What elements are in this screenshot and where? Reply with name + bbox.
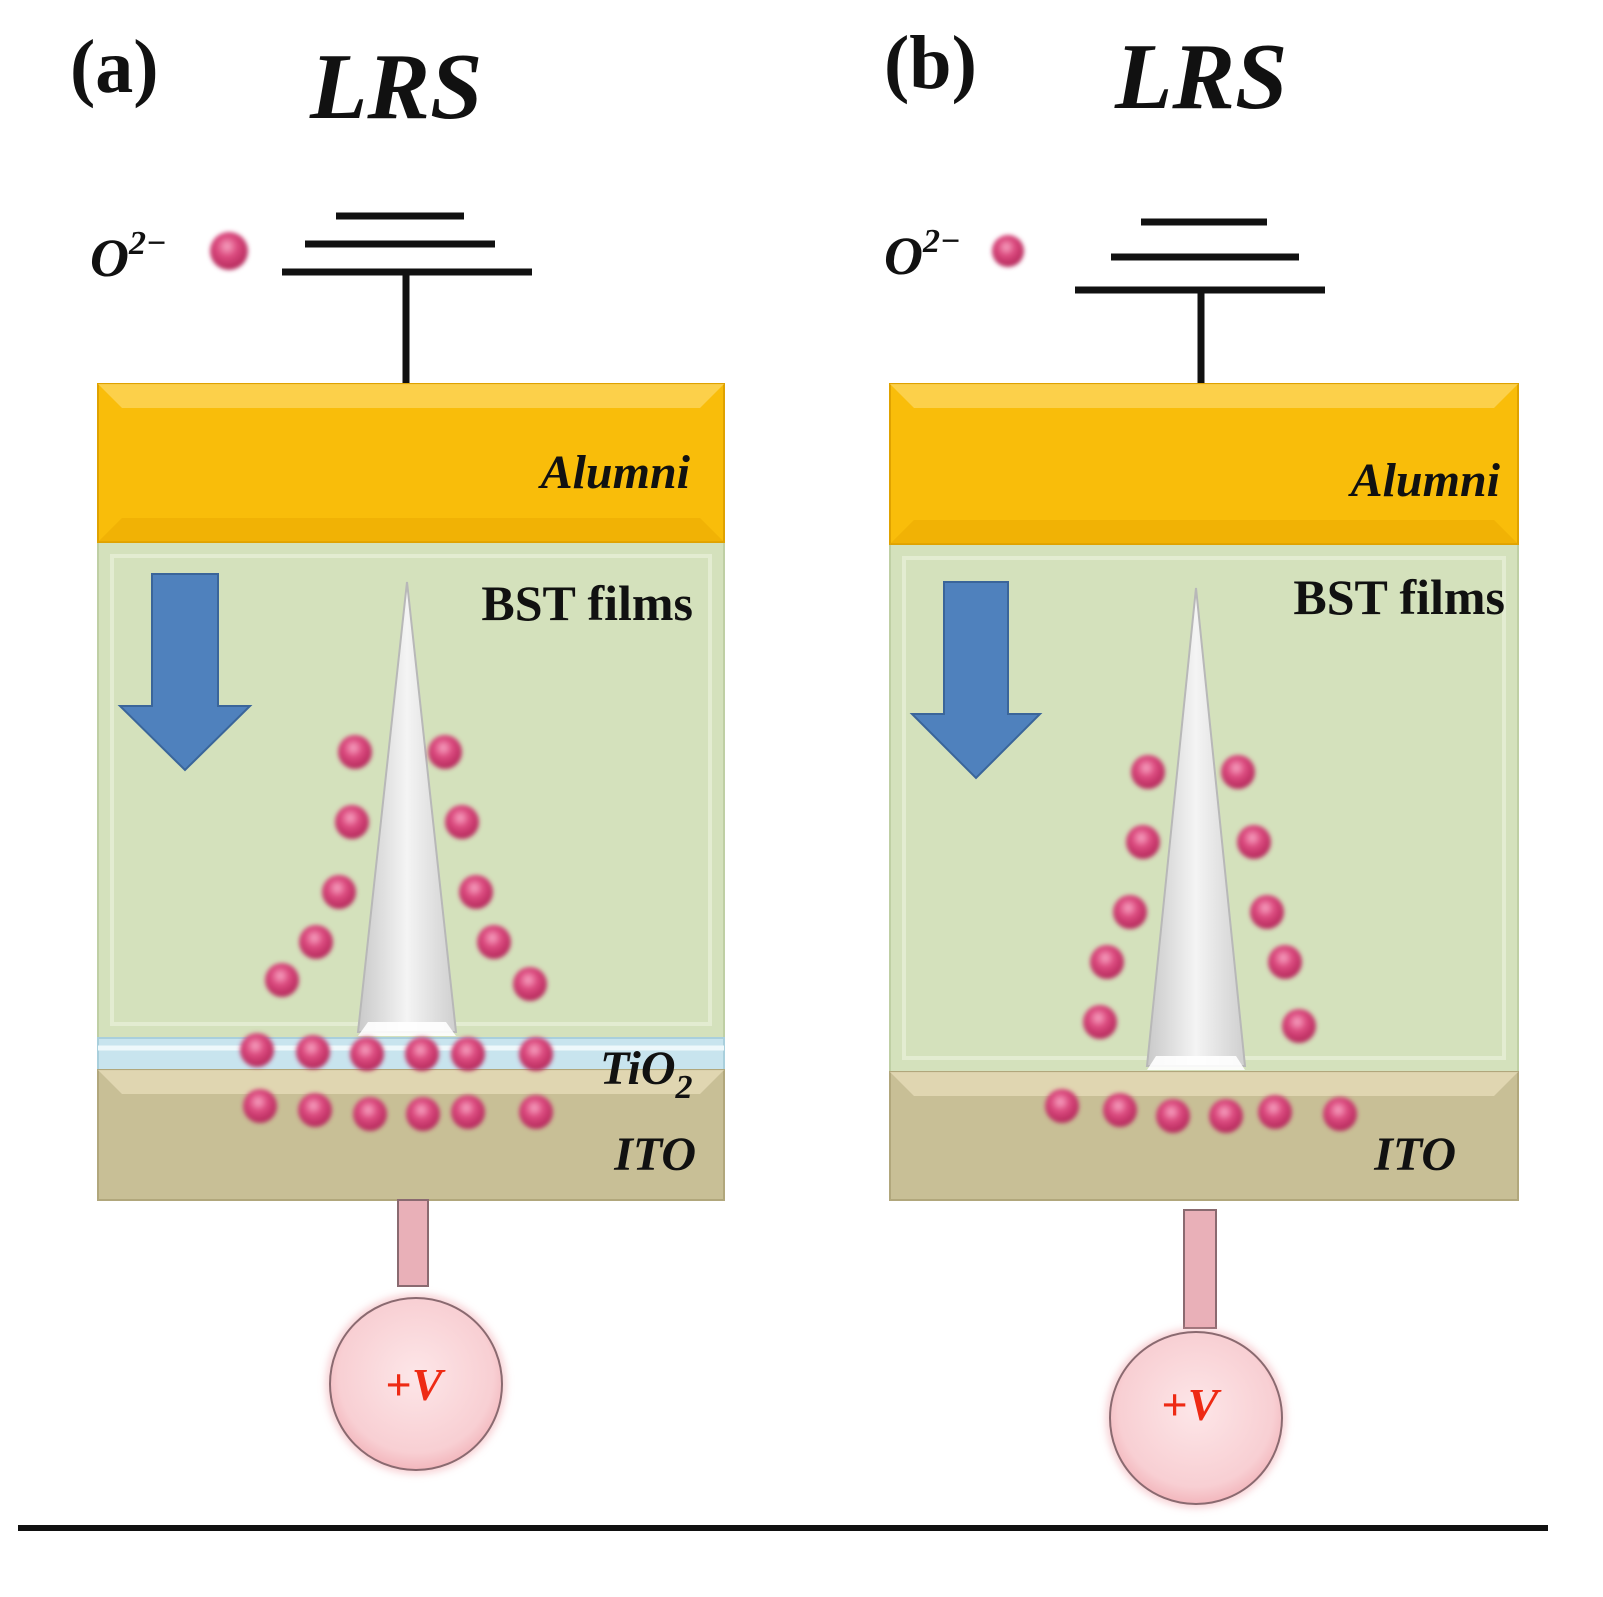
alumni-label: Alumni [1348, 454, 1501, 507]
oxygen-ion [451, 1037, 485, 1071]
bst-film-label: BST films [1293, 569, 1505, 625]
oxygen-ion [406, 1097, 440, 1131]
ion-legend-icon [992, 235, 1024, 267]
oxygen-ions [240, 735, 553, 1131]
state-title: LRS [1114, 25, 1287, 129]
oxygen-ion [1237, 825, 1271, 859]
oxygen-ion [1090, 945, 1124, 979]
oxygen-ion [1268, 945, 1302, 979]
field-direction-arrow [117, 573, 253, 772]
bias-source [1109, 1331, 1283, 1505]
oxygen-ion [299, 925, 333, 959]
ion-legend-icon [210, 232, 248, 270]
tio2-label: TiO2 [600, 1042, 693, 1106]
ion-legend-label: O2− [884, 223, 961, 286]
oxygen-ion [350, 1037, 384, 1071]
alumni-label: Alumni [538, 446, 691, 499]
oxygen-ion [296, 1035, 330, 1069]
bias-connector [1183, 1209, 1217, 1329]
oxygen-ion [445, 805, 479, 839]
oxygen-ion [298, 1093, 332, 1127]
oxygen-ion [1221, 755, 1255, 789]
ito-label: ITO [1373, 1128, 1456, 1181]
panel-a: (a) LRS O2− Alumni BST films TiO2 ITO [70, 25, 725, 1474]
bias-label: +V [1162, 1379, 1222, 1430]
oxygen-ion [459, 875, 493, 909]
oxygen-ion [1209, 1099, 1243, 1133]
alumni-layer [97, 383, 725, 543]
ito-label: ITO [613, 1128, 696, 1181]
oxygen-ion [322, 875, 356, 909]
oxygen-ion [1258, 1095, 1292, 1129]
ion-legend-label: O2− [90, 225, 167, 288]
ground-symbol [1075, 218, 1325, 384]
oxygen-ion [477, 925, 511, 959]
oxygen-ion [1126, 825, 1160, 859]
oxygen-ion [1282, 1009, 1316, 1043]
oxygen-ion [1156, 1099, 1190, 1133]
oxygen-ion [1083, 1005, 1117, 1039]
bias-label: +V [386, 1359, 446, 1410]
oxygen-ion [519, 1037, 553, 1071]
oxygen-ion [451, 1095, 485, 1129]
oxygen-ion [243, 1089, 277, 1123]
oxygen-ion [335, 805, 369, 839]
oxygen-ions [1045, 755, 1357, 1133]
panel-label: (a) [70, 25, 159, 109]
field-direction-arrow [909, 581, 1043, 780]
oxygen-ion [519, 1095, 553, 1129]
oxygen-ion [1250, 895, 1284, 929]
oxygen-ion [1131, 755, 1165, 789]
oxygen-ion [240, 1033, 274, 1067]
oxygen-ion [428, 735, 462, 769]
bst-film-label: BST films [481, 575, 693, 631]
ground-symbol [282, 212, 532, 384]
panel-b: (b) LRS O2− Alumni BST films ITO [884, 21, 1519, 1508]
oxygen-ion [1103, 1093, 1137, 1127]
oxygen-ion [405, 1037, 439, 1071]
oxygen-ion [338, 735, 372, 769]
alumni-layer [889, 383, 1519, 545]
oxygen-ion [353, 1097, 387, 1131]
oxygen-ion [265, 963, 299, 997]
state-title: LRS [309, 35, 482, 139]
oxygen-ion [1323, 1097, 1357, 1131]
oxygen-ion [1045, 1089, 1079, 1123]
oxygen-ion [513, 967, 547, 1001]
bias-connector [397, 1199, 429, 1287]
panel-label: (b) [884, 21, 977, 105]
oxygen-ion [1113, 895, 1147, 929]
bias-source [329, 1297, 503, 1471]
